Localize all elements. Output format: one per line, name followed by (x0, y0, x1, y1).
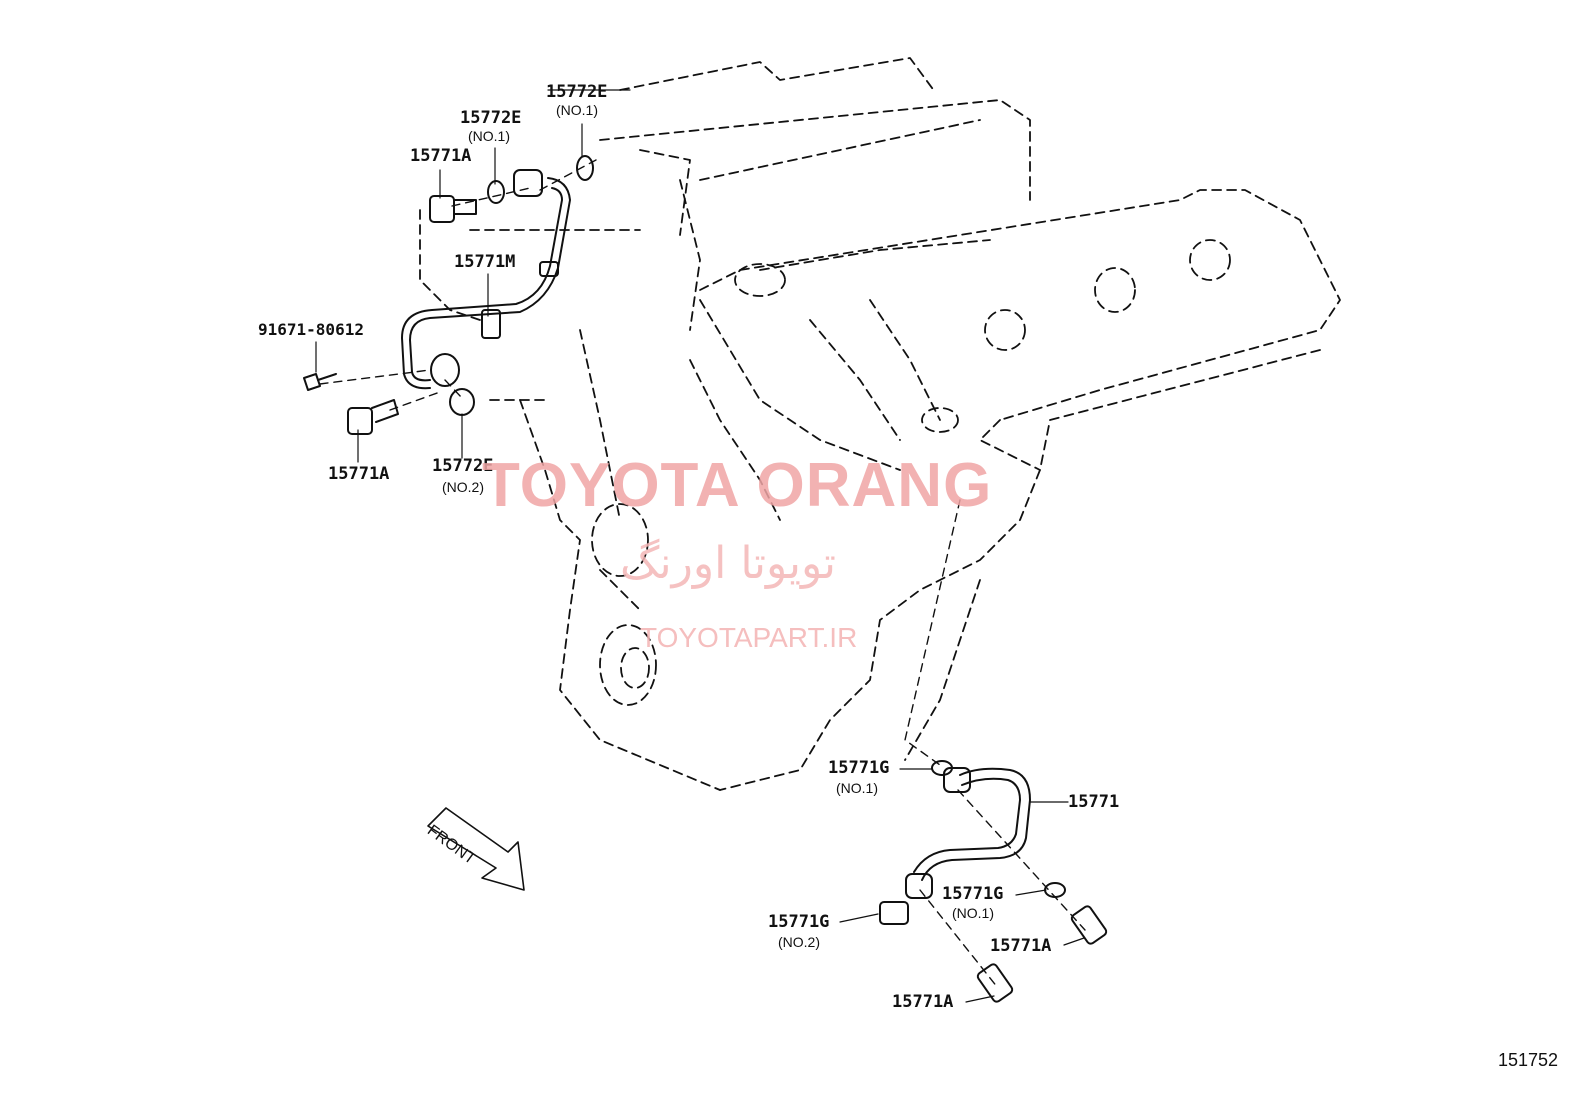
engine-block-outline (419, 57, 1341, 791)
label-91671-80612: 91671-80612 (258, 320, 364, 339)
assembly-lines (319, 159, 1086, 989)
label-15772e-second: 15772E (460, 108, 522, 128)
sublabel-no1-second: (NO.1) (468, 128, 510, 144)
sublabel-no1-g-lower: (NO.1) (952, 905, 994, 921)
label-15771g-no2: 15771G (768, 912, 830, 932)
label-15771a-bottom-right: 15771A (990, 936, 1052, 956)
label-15771m: 15771M (454, 252, 516, 272)
front-arrow (427, 807, 525, 891)
label-15772e-top: 15772E (546, 82, 608, 102)
label-15771a-bottom: 15771A (892, 992, 954, 1012)
label-15771g-upper: 15771G (828, 758, 890, 778)
sublabel-no2-g: (NO.2) (778, 934, 820, 950)
label-15771g-lower: 15771G (942, 884, 1004, 904)
upper-oil-pipe (401, 169, 571, 390)
pulley-and-bores (591, 239, 1231, 706)
label-15771a-top: 15771A (410, 146, 472, 166)
sublabel-no1-g-upper: (NO.1) (836, 780, 878, 796)
label-15771a-mid: 15771A (328, 464, 390, 484)
watermark-url: TOYOTAPART.IR (640, 622, 858, 653)
watermark-persian: تویوتا اورنگ (620, 538, 836, 589)
sublabel-no2-e: (NO.2) (442, 479, 484, 495)
label-15771: 15771 (1068, 792, 1120, 812)
upper-hardware (303, 155, 594, 435)
figure-number: 151752 (1498, 1050, 1559, 1070)
leader-lines (315, 89, 1085, 1003)
watermark-brand: TOYOTA ORANG (482, 451, 993, 520)
label-15772e-no2: 15772E (432, 456, 494, 476)
sublabel-no1-top: (NO.1) (556, 102, 598, 118)
